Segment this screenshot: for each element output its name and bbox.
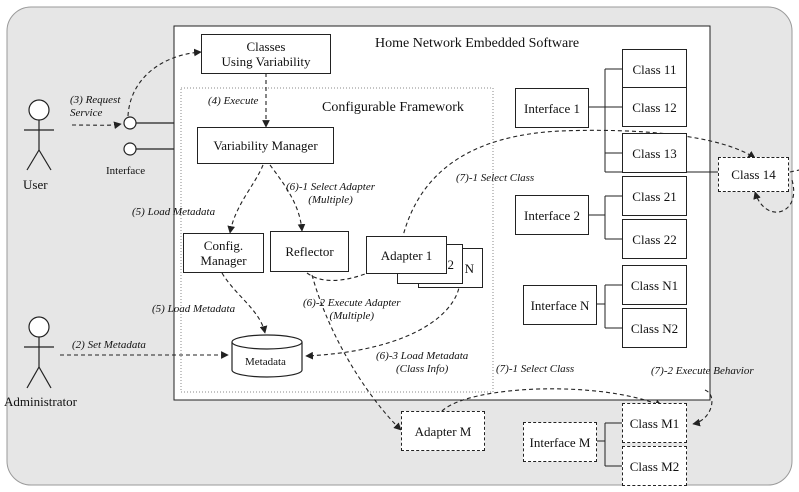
request-service-label: (3) Request Service xyxy=(70,94,121,119)
execute-label: (4) Execute xyxy=(208,95,259,107)
execute-adapter-label: (6)-2 Execute Adapter (Multiple) xyxy=(303,297,401,322)
arrow-class14-exit xyxy=(789,169,799,173)
arrow-select-class-m1 xyxy=(441,388,663,412)
interface-n-box: Interface N xyxy=(523,285,597,325)
adapter-m-box: Adapter M xyxy=(401,411,485,451)
class-n2-box: Class N2 xyxy=(622,308,687,348)
load-metadata-bottom-label: (5) Load Metadata xyxy=(152,303,236,315)
reflector-box: Reflector xyxy=(270,231,349,272)
execute-behavior-label: (7)-2 Execute Behavior xyxy=(651,365,754,377)
arrow-class14-self xyxy=(753,179,795,213)
class-13-box: Class 13 xyxy=(622,133,687,173)
interface-2-box: Interface 2 xyxy=(515,195,589,235)
arrow-reflector-to-adapter-m xyxy=(311,274,402,431)
variability-manager-box: Variability Manager xyxy=(197,127,334,164)
class-n1-box: Class N1 xyxy=(622,265,687,305)
interface-1-box: Interface 1 xyxy=(515,88,589,128)
dashed-arrows xyxy=(60,48,799,431)
administrator-actor-icon xyxy=(24,316,54,389)
class-11-box: Class 11 xyxy=(622,49,687,89)
interface-lollipops xyxy=(123,116,174,156)
arrow-request-service xyxy=(71,121,122,130)
arrow-load-metadata-db xyxy=(221,272,268,334)
config-manager-box: Config. Manager xyxy=(183,233,264,273)
class-m1-box: Class M1 xyxy=(622,403,687,443)
metadata-cylinder-icon xyxy=(231,334,303,378)
arrow-load-metadata-config xyxy=(227,164,264,234)
arrow-select-class-14 xyxy=(401,129,756,241)
classes-using-variability-box: Classes Using Variability xyxy=(201,34,331,74)
arrow-select-adapter-reflector xyxy=(269,164,306,232)
set-metadata-label: (2) Set Metadata xyxy=(72,339,146,351)
class-m2-box: Class M2 xyxy=(622,446,687,486)
class-22-box: Class 22 xyxy=(622,219,687,259)
interface-m-box: Interface M xyxy=(523,422,597,462)
class-14-box: Class 14 xyxy=(718,157,789,192)
configurable-framework-box xyxy=(180,87,494,393)
arrow-execute-behavior xyxy=(692,389,713,427)
class-12-box: Class 12 xyxy=(622,87,687,127)
user-label: User xyxy=(23,177,48,192)
class-21-box: Class 21 xyxy=(622,176,687,216)
software-title: Home Network Embedded Software xyxy=(375,36,580,51)
select-class-top-label: (7)-1 Select Class xyxy=(456,172,535,184)
load-class-info-label: (6)-3 Load Metadata (Class Info) xyxy=(376,350,469,375)
interface-label: Interface xyxy=(106,165,146,177)
select-adapter-label: (6)-1 Select Adapter (Multiple) xyxy=(286,181,375,206)
administrator-label: Administrator xyxy=(4,394,77,409)
arrow-load-class-info xyxy=(305,267,461,360)
framework-title: Configurable Framework xyxy=(322,100,464,115)
load-metadata-top-label: (5) Load Metadata xyxy=(132,206,216,218)
adapter-1-box: Adapter 1 xyxy=(366,236,447,274)
arrow-to-classes xyxy=(127,48,202,117)
select-class-bottom-label: (7)-1 Select Class xyxy=(496,363,575,375)
user-actor-icon xyxy=(24,99,54,171)
metadata-label: Metadata xyxy=(245,356,286,368)
